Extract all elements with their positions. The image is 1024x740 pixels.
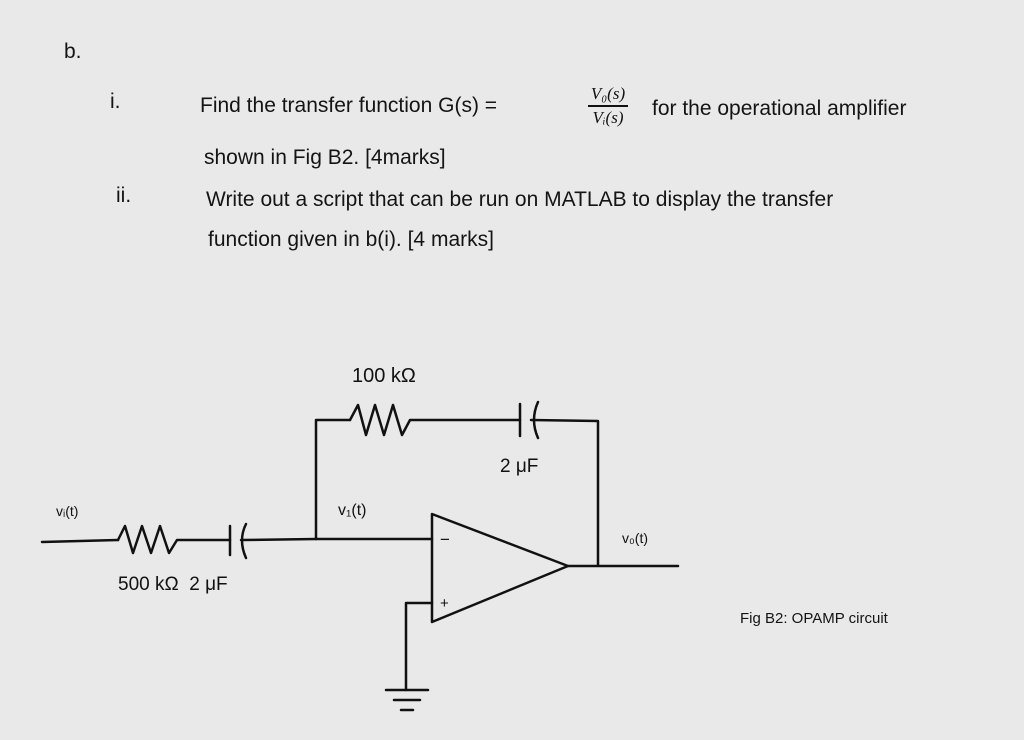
- ground-wire: [404, 601, 434, 692]
- item-i-numeral: i.: [110, 90, 121, 113]
- output-voltage-label: v₀(t): [622, 530, 648, 546]
- opamp-triangle: [430, 512, 570, 624]
- input-to-node-wire: [239, 537, 318, 542]
- fraction-numerator: V₀(s): [590, 84, 626, 103]
- node-voltage-label: v₁(t): [338, 502, 367, 519]
- input-voltage-label: vᵢ(t): [56, 503, 78, 519]
- circuit-labels: 100 kΩ 2 μF v₁(t) vᵢ(t) v₀(t) 500 kΩ 2 μ…: [56, 365, 648, 612]
- input-resistor: [116, 524, 232, 555]
- feedback-resistor-label: 100 kΩ: [352, 365, 416, 387]
- item-i-text-end: for the operational amplifier: [652, 97, 907, 120]
- item-ii-text-line1: Write out a script that can be run on MA…: [206, 188, 834, 211]
- item-i-text-line2: shown in Fig B2. [4marks]: [204, 146, 446, 169]
- feedback-right-wire: [529, 418, 600, 567]
- input-wire: [40, 538, 120, 544]
- ground-symbol: [384, 688, 430, 712]
- fraction-bar: [588, 105, 628, 107]
- figure-caption: Fig B2: OPAMP circuit: [740, 610, 888, 627]
- input-component-values: 500 kΩ 2 μF: [118, 574, 228, 595]
- feedback-capacitor-label: 2 μF: [500, 456, 538, 477]
- feedback-resistor: [348, 403, 522, 437]
- noninverting-terminal-label: +: [440, 595, 449, 612]
- transfer-fraction: V₀(s) Vᵢ(s): [588, 84, 628, 128]
- inverting-terminal-label: −: [440, 530, 450, 549]
- item-ii-text-line2: function given in b(i). [4 marks]: [208, 228, 494, 251]
- item-i-text-start: Find the transfer function G(s) =: [200, 94, 498, 117]
- fraction-denominator: Vᵢ(s): [592, 107, 624, 127]
- node-up-wire: [314, 418, 352, 541]
- part-label: b.: [64, 40, 82, 63]
- item-ii-numeral: ii.: [116, 184, 132, 207]
